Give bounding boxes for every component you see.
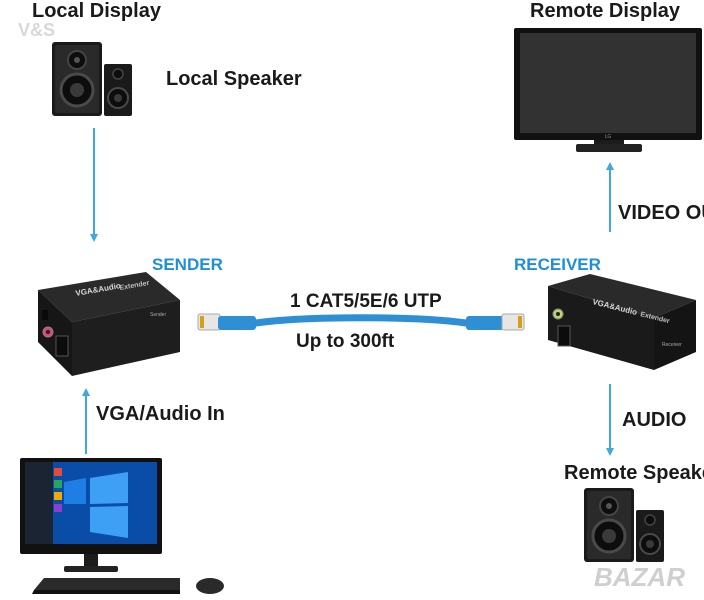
arrow-speaker-to-sender: [90, 128, 98, 242]
video-out-label: VIDEO OUT: [618, 202, 704, 224]
sender-label: SENDER: [152, 255, 223, 274]
vga-audio-in-label: VGA/Audio In: [96, 403, 225, 425]
tv-brand-logo: LG: [605, 134, 612, 140]
arrow-video-out: [606, 162, 614, 232]
remote-speaker-label: Remote Speaker: [564, 462, 704, 484]
local-display-label: Local Display: [32, 0, 161, 22]
audio-label: AUDIO: [622, 409, 687, 431]
remote-display-label: Remote Display: [530, 0, 681, 22]
sender-device-icon: VGA&Audio Extender Sender: [38, 272, 180, 376]
watermark-top: V&S: [18, 20, 56, 40]
local-speaker-icon: [52, 42, 132, 116]
network-cable-icon: [197, 313, 525, 331]
distance-label: Up to 300ft: [296, 331, 395, 352]
cable-type-label: 1 CAT5/5E/6 UTP: [290, 291, 442, 312]
local-speaker-label: Local Speaker: [166, 68, 302, 90]
svg-text:Receiver: Receiver: [662, 342, 682, 348]
arrow-receiver-to-speaker: [606, 384, 614, 456]
arrow-computer-to-sender: [82, 388, 90, 454]
keyboard-mouse-icon: [32, 578, 224, 594]
watermark-bottom: BAZAR: [594, 562, 685, 592]
receiver-label: RECEIVER: [514, 255, 601, 274]
svg-text:Sender: Sender: [150, 312, 166, 318]
receiver-device-icon: VGA&Audio Extender Receiver: [548, 274, 696, 370]
computer-monitor-icon: [20, 458, 162, 572]
remote-speaker-icon: [584, 488, 664, 562]
remote-tv-icon: LG: [514, 28, 702, 152]
